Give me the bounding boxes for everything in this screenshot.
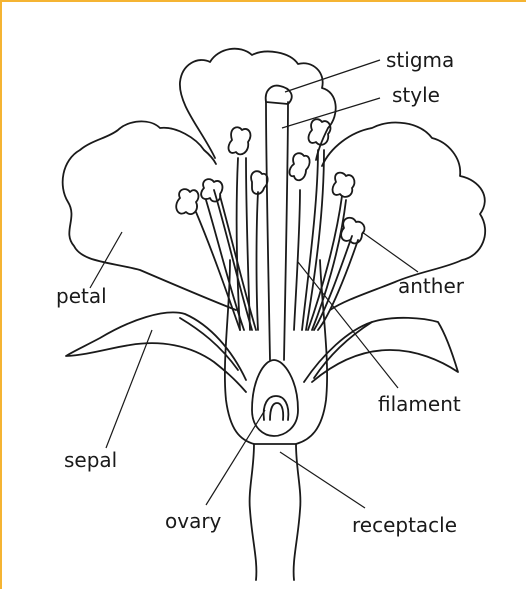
label-stigma: stigma (386, 48, 454, 72)
leader-stigma (285, 60, 380, 92)
label-sepal: sepal (64, 448, 117, 472)
ovary-outline (252, 360, 298, 436)
label-anther: anther (398, 274, 465, 298)
left-sepal (66, 312, 246, 392)
stem-left (250, 444, 257, 580)
label-filament: filament (378, 392, 461, 416)
leader-anther (362, 232, 418, 272)
label-style: style (392, 83, 440, 107)
label-petal: petal (56, 284, 107, 308)
leader-receptacle (280, 452, 365, 508)
label-ovary: ovary (165, 509, 222, 533)
right-sepal-inner (314, 322, 372, 378)
ovule (264, 396, 289, 420)
label-receptacle: receptacle (352, 513, 457, 537)
leader-ovary (206, 410, 265, 505)
left-sepal-inner (180, 318, 238, 370)
style-column (266, 102, 288, 360)
